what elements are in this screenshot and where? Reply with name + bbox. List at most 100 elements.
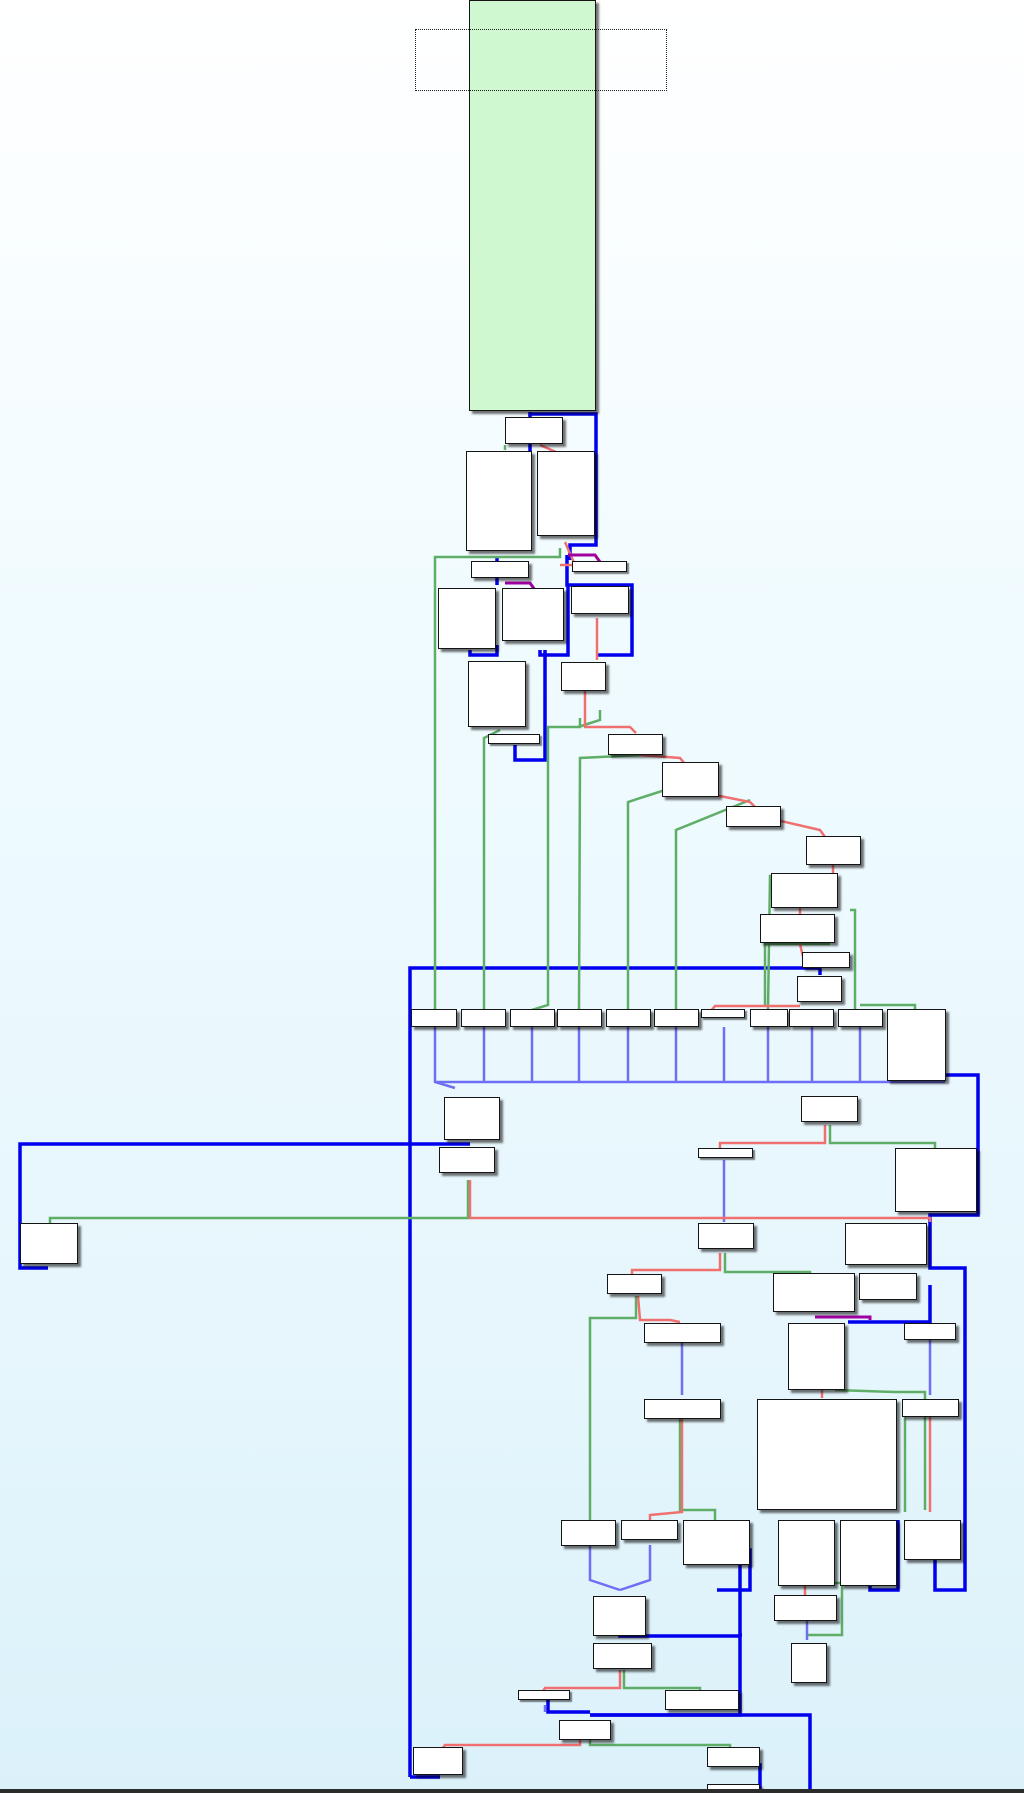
basic-block[interactable]: [561, 662, 606, 691]
basic-block[interactable]: [537, 451, 595, 536]
switch-case-block[interactable]: [461, 1009, 506, 1027]
basic-block[interactable]: [621, 1520, 678, 1540]
switch-case-block[interactable]: [411, 1009, 457, 1027]
basic-block[interactable]: [791, 1643, 827, 1683]
basic-block[interactable]: [505, 417, 563, 444]
basic-block[interactable]: [559, 1720, 611, 1740]
basic-block[interactable]: [665, 1690, 739, 1710]
basic-block[interactable]: [774, 1595, 837, 1621]
basic-block[interactable]: [662, 762, 719, 797]
basic-block[interactable]: [593, 1596, 646, 1636]
basic-block[interactable]: [502, 588, 564, 641]
basic-block[interactable]: [757, 1399, 897, 1510]
edge: [482, 728, 501, 1010]
edge: [546, 1700, 590, 1714]
edge: [433, 548, 562, 1010]
edge: [860, 1003, 917, 1010]
basic-block[interactable]: [887, 1009, 946, 1081]
basic-block[interactable]: [902, 1399, 959, 1417]
basic-block[interactable]: [572, 561, 627, 572]
basic-block[interactable]: [806, 836, 861, 865]
basic-block[interactable]: [771, 873, 838, 908]
basic-block[interactable]: [466, 451, 532, 551]
edge: [928, 1222, 967, 1592]
basic-block[interactable]: [20, 1223, 78, 1264]
edge: [568, 553, 602, 563]
basic-block[interactable]: [644, 1323, 721, 1343]
basic-block[interactable]: [607, 1274, 662, 1294]
basic-block[interactable]: [707, 1747, 760, 1767]
viewport-selection-rectangle[interactable]: [415, 29, 667, 91]
switch-case-block[interactable]: [701, 1009, 745, 1018]
switch-case-block[interactable]: [750, 1009, 788, 1027]
edge: [834, 1388, 927, 1510]
basic-block[interactable]: [593, 1643, 652, 1669]
basic-block[interactable]: [439, 1147, 495, 1173]
edge: [648, 1415, 684, 1520]
basic-block[interactable]: [644, 1399, 721, 1419]
edge: [513, 650, 547, 762]
true-edges: [48, 445, 937, 1752]
edge: [588, 1296, 638, 1520]
edge: [18, 1142, 470, 1270]
basic-block[interactable]: [698, 1148, 753, 1158]
basic-block[interactable]: [518, 1690, 570, 1700]
switch-case-block[interactable]: [557, 1009, 602, 1027]
basic-block[interactable]: [801, 1096, 858, 1122]
edge: [674, 798, 751, 1010]
edge: [636, 1295, 681, 1324]
basic-block[interactable]: [778, 1520, 835, 1586]
edge: [48, 1180, 470, 1225]
basic-block[interactable]: [413, 1747, 463, 1775]
unconditional-edges-light: [433, 1027, 945, 1712]
edge: [588, 1545, 621, 1592]
edge: [577, 753, 641, 1011]
edge: [531, 718, 582, 1012]
basic-block[interactable]: [845, 1223, 927, 1265]
edge: [565, 555, 634, 657]
edge: [583, 690, 637, 734]
switch-case-block[interactable]: [606, 1009, 651, 1027]
basic-block[interactable]: [468, 661, 526, 727]
edge: [848, 1285, 932, 1324]
basic-block[interactable]: [444, 1097, 500, 1140]
switch-case-block[interactable]: [654, 1009, 699, 1027]
basic-block[interactable]: [608, 734, 663, 755]
entry-basic-block[interactable]: [469, 0, 596, 411]
unconditional-edges: [18, 412, 980, 1793]
basic-block[interactable]: [438, 588, 496, 649]
basic-block[interactable]: [726, 806, 781, 827]
basic-block[interactable]: [571, 586, 629, 614]
edge: [619, 1545, 652, 1592]
basic-block[interactable]: [859, 1273, 917, 1300]
false-edges: [438, 443, 932, 1753]
basic-block[interactable]: [788, 1323, 845, 1390]
edge: [718, 1125, 827, 1148]
edge: [528, 412, 598, 560]
basic-block[interactable]: [698, 1223, 754, 1249]
edge: [630, 1253, 722, 1275]
basic-block[interactable]: [488, 734, 540, 744]
edge: [763, 942, 830, 1005]
basic-block[interactable]: [797, 976, 842, 1002]
switch-case-block[interactable]: [789, 1009, 834, 1027]
basic-block[interactable]: [904, 1520, 961, 1560]
basic-block[interactable]: [707, 1784, 760, 1793]
basic-block[interactable]: [895, 1148, 977, 1212]
basic-block[interactable]: [802, 952, 850, 968]
basic-block[interactable]: [760, 914, 835, 943]
switch-case-block[interactable]: [838, 1009, 883, 1027]
edge: [828, 1125, 937, 1150]
edge: [539, 443, 557, 454]
basic-block[interactable]: [904, 1323, 956, 1340]
basic-block[interactable]: [471, 561, 529, 578]
edge: [590, 1713, 812, 1793]
basic-block[interactable]: [840, 1520, 897, 1586]
selected-edges: [505, 553, 872, 1320]
basic-block[interactable]: [561, 1520, 616, 1546]
switch-case-block[interactable]: [510, 1009, 555, 1027]
basic-block[interactable]: [683, 1520, 750, 1565]
basic-block[interactable]: [773, 1273, 855, 1312]
